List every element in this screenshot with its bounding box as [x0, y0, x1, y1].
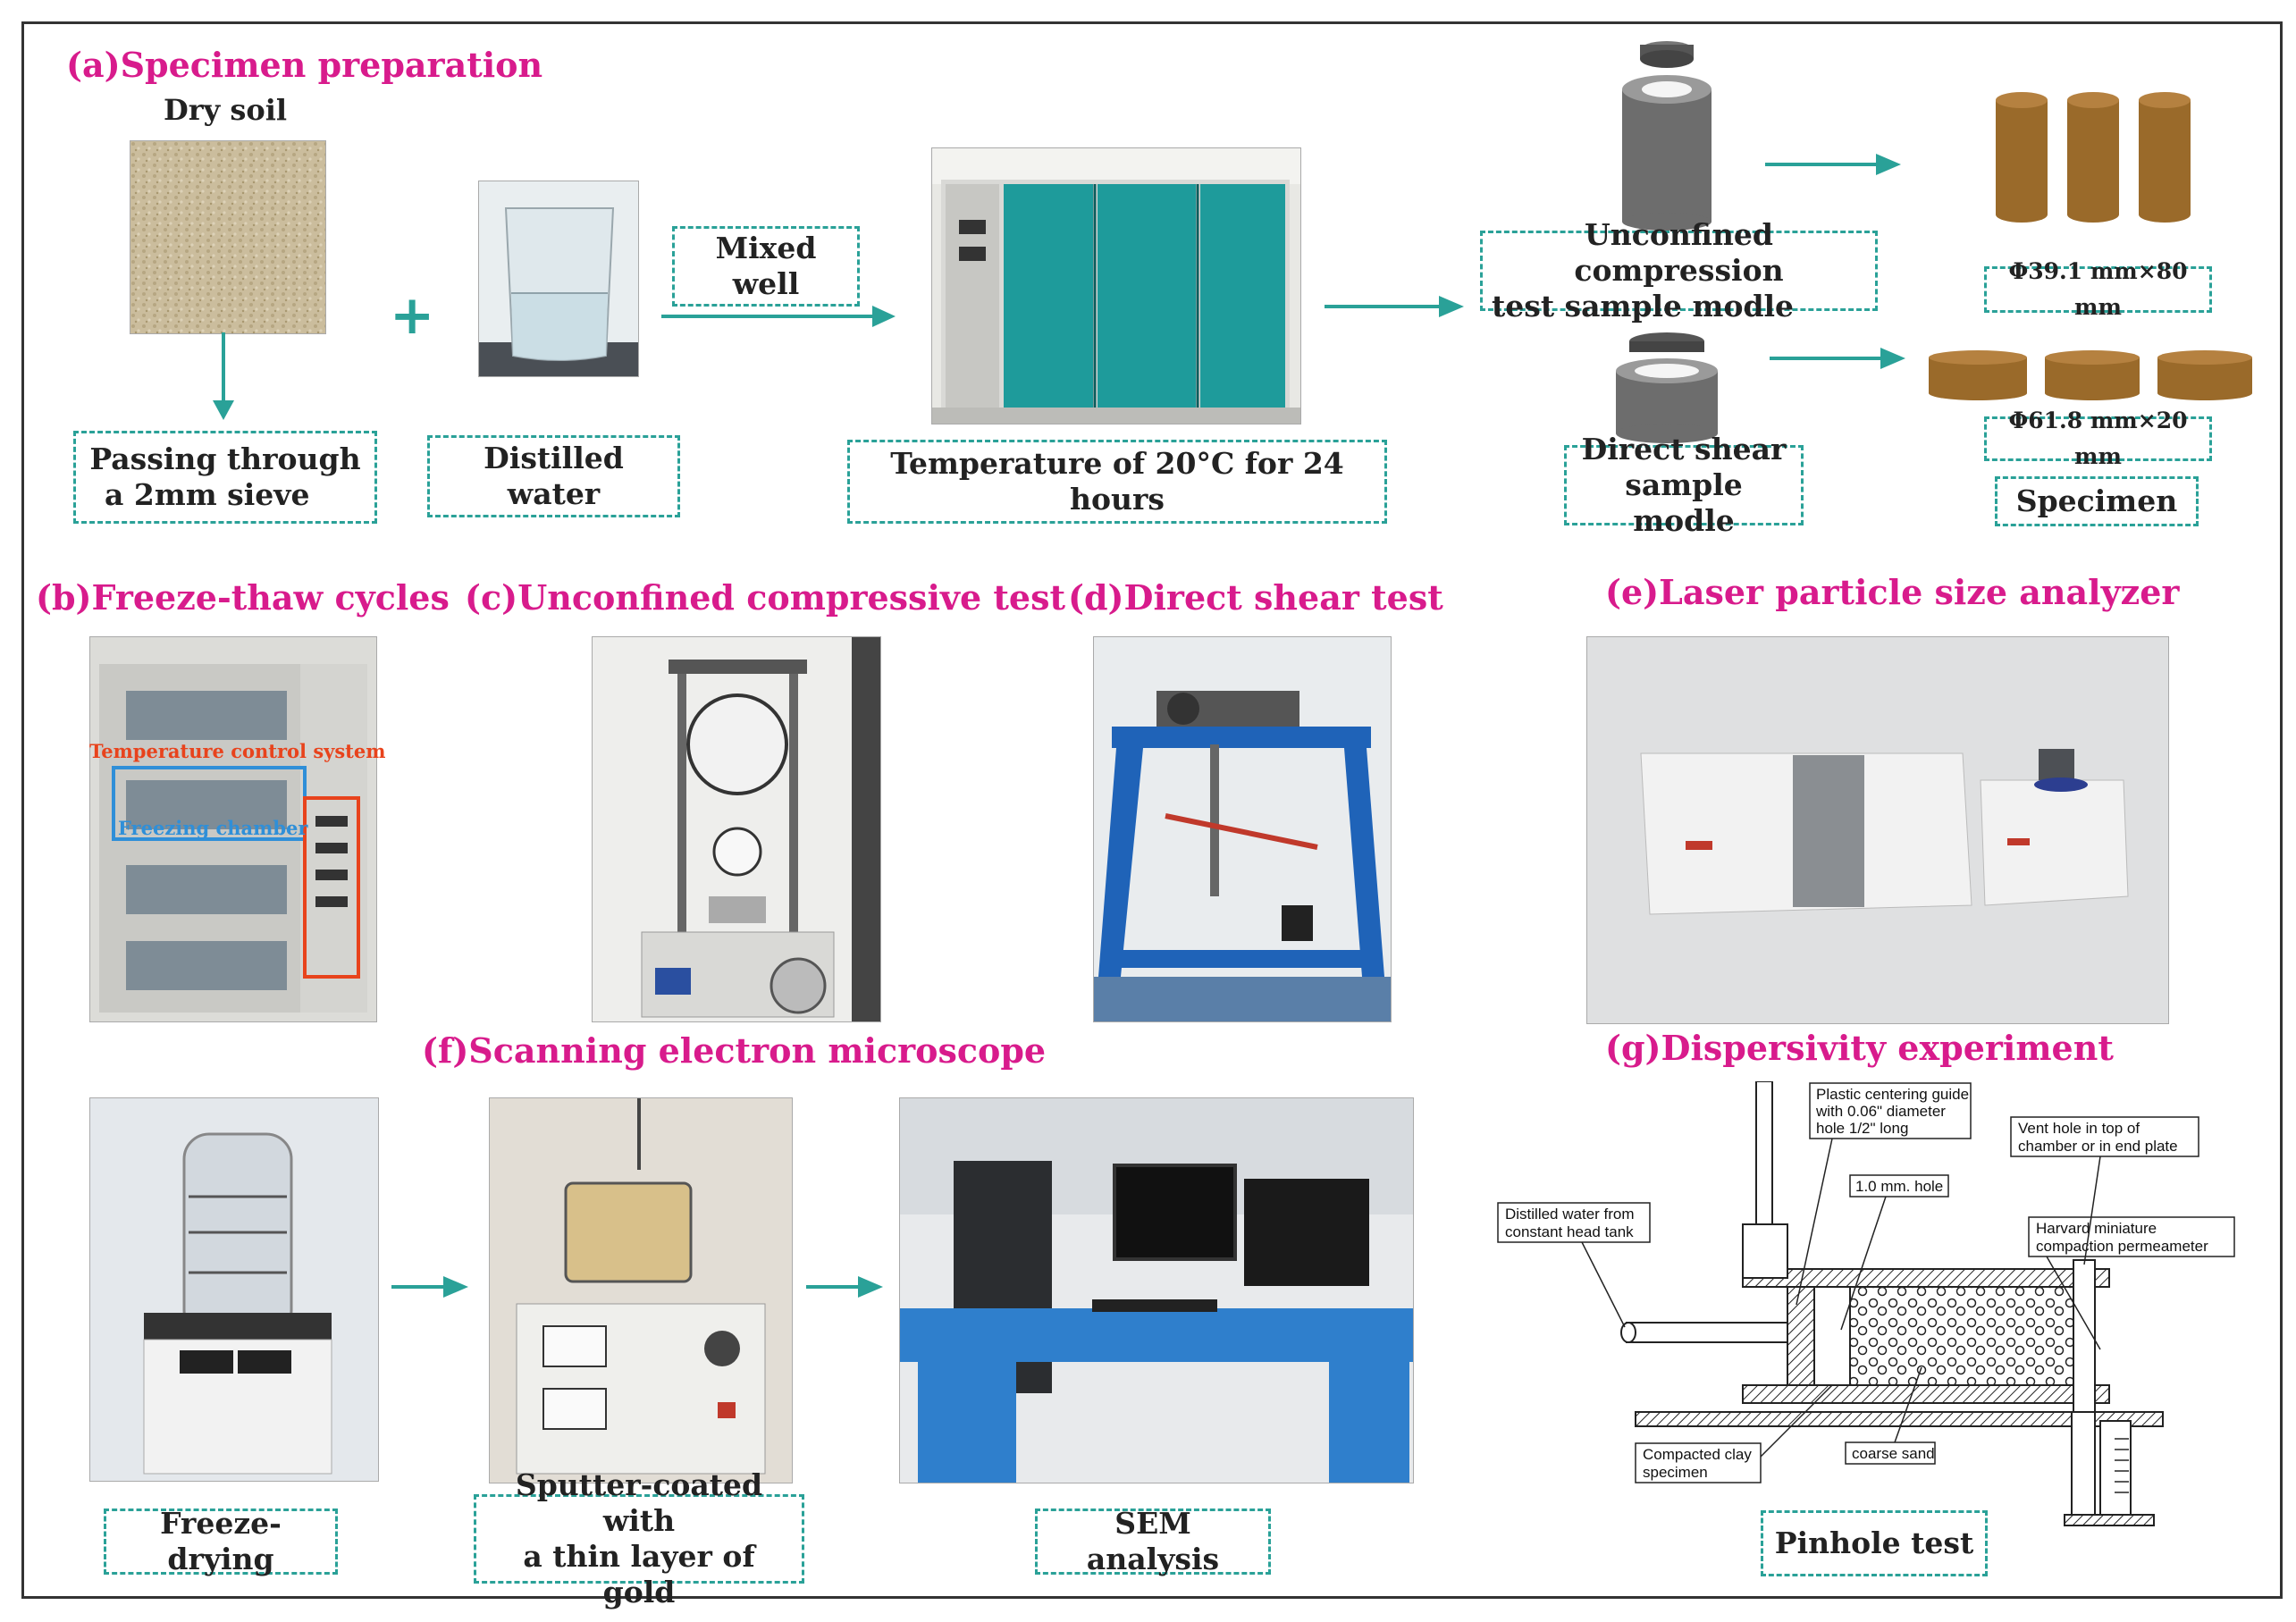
- panel-e-title: (e)Laser particle size analyzer: [1605, 572, 2180, 612]
- guide-label-1: Plastic centering guide: [1816, 1086, 1969, 1103]
- coarse-sand-label: coarse sand: [1852, 1445, 1935, 1462]
- ucs-specimens: [1996, 92, 2191, 223]
- sputter-coater-photo: [489, 1097, 793, 1483]
- arrow-to-sputter: [391, 1276, 468, 1298]
- ds-mold-icon: [1616, 332, 1718, 443]
- harvard-label-1: Harvard miniature: [2036, 1220, 2157, 1237]
- panel-g-title: (g)Dispersivity experiment: [1605, 1028, 2114, 1068]
- figure-frame: [21, 21, 2283, 1599]
- temp-control-label: Temperature control system: [89, 740, 386, 762]
- ucs-mold-caption: Unconfined compression test sample modle: [1480, 217, 1878, 324]
- ucs-mold-line-1: Unconfined compression: [1574, 217, 1784, 288]
- specimen-caption: Specimen: [1995, 476, 2199, 526]
- harvard-label-2: compaction permeameter: [2036, 1238, 2208, 1255]
- distilled-label-2: constant head tank: [1505, 1223, 1634, 1240]
- freeze-thaw-photo: [89, 636, 377, 1022]
- mixed-well-caption: Mixed well: [672, 226, 860, 307]
- arrow-down-sieve: [213, 332, 234, 420]
- distilled-water-photo: [478, 181, 639, 377]
- distilled-water-caption: Distilled water: [427, 435, 680, 517]
- ucs-mold-icon: [1622, 41, 1711, 231]
- panel-b-title: (b)Freeze-thaw cycles: [36, 577, 450, 618]
- laser-analyzer-photo: [1586, 636, 2169, 1024]
- sem-photo: [899, 1097, 1414, 1483]
- distilled-label-1: Distilled water from: [1505, 1206, 1635, 1223]
- temperature-caption: Temperature of 20°C for 24 hours: [847, 440, 1387, 524]
- curing-cabinet-photo: [931, 147, 1301, 424]
- ucs-machine-illustration: [641, 637, 880, 1021]
- vent-label-1: Vent hole in top of: [2018, 1120, 2140, 1137]
- direct-shear-photo: [1093, 636, 1392, 1022]
- ds-mold-line-2: sample modle: [1625, 467, 1743, 538]
- panel-d-title: (d)Direct shear test: [1068, 577, 1443, 618]
- ds-dimension-caption: Φ61.8 mm×20 mm: [1984, 408, 2212, 469]
- ds-specimens: [1929, 350, 2252, 400]
- sputter-line-2: a thin layer of gold: [523, 1539, 755, 1609]
- clay-label-2: specimen: [1643, 1464, 1708, 1481]
- vent-label-2: chamber or in end plate: [2018, 1138, 2178, 1155]
- cabinet-illustration: [932, 148, 1300, 424]
- freeze-dryer-photo: [89, 1097, 379, 1482]
- pinhole-test-caption: Pinhole test: [1761, 1510, 1988, 1576]
- guide-label-3: hole 1/2" long: [1816, 1120, 1908, 1137]
- panel-c-title: (c)Unconfined compressive test: [465, 577, 1066, 618]
- freeze-thaw-illustration: [99, 664, 367, 1013]
- plus-sign: +: [390, 284, 435, 347]
- sem-analysis-caption: SEM analysis: [1035, 1506, 1271, 1576]
- freeze-dryer-illustration: [90, 1098, 378, 1481]
- ucs-mold-line-2: test sample modle: [1492, 289, 1795, 324]
- sieve-caption: Passing through a 2mm sieve: [73, 431, 377, 524]
- freeze-drying-caption: Freeze-drying: [104, 1506, 338, 1576]
- beaker-illustration: [479, 207, 638, 376]
- ucs-machine-photo: [592, 636, 881, 1022]
- panel-f-title: (f)Scanning electron microscope: [422, 1030, 1047, 1071]
- sputter-coater-illustration: [490, 1098, 792, 1483]
- dry-soil-photo: [130, 140, 326, 334]
- arrow-to-ds-specimens: [1770, 348, 1905, 369]
- dry-soil-label: Dry soil: [164, 93, 288, 127]
- direct-shear-illustration: [1094, 691, 1391, 1021]
- sputter-caption: Sputter-coated with a thin layer of gold: [474, 1467, 804, 1609]
- arrow-to-molds: [1325, 296, 1464, 317]
- soil-texture: [130, 141, 325, 333]
- clay-label-1: Compacted clay: [1643, 1446, 1752, 1463]
- pinhole-apparatus-diagram: Plastic centering guide with 0.06" diame…: [1497, 1081, 2235, 1526]
- sem-illustration: [900, 1098, 1413, 1483]
- ds-mold-line-1: Direct shear: [1581, 432, 1787, 466]
- hole-label: 1.0 mm. hole: [1855, 1178, 1943, 1195]
- sieve-line-2: a 2mm sieve: [105, 477, 310, 512]
- sputter-line-1: Sputter-coated with: [515, 1467, 763, 1538]
- arrow-to-ucs-specimens: [1765, 154, 1901, 175]
- freezing-chamber-label: Freezing chamber: [118, 817, 308, 839]
- panel-a-title: (a)Specimen preparation: [66, 45, 543, 85]
- ucs-dimension-caption: Φ39.1 mm×80 mm: [1984, 258, 2212, 320]
- arrow-to-sem: [806, 1276, 883, 1298]
- sieve-line-1: Passing through: [89, 441, 361, 476]
- ds-mold-caption: Direct shear sample modle: [1564, 432, 1804, 538]
- laser-analyzer-illustration: [1587, 637, 2168, 1023]
- guide-label-2: with 0.06" diameter: [1815, 1103, 1946, 1120]
- arrow-to-oven: [661, 306, 896, 327]
